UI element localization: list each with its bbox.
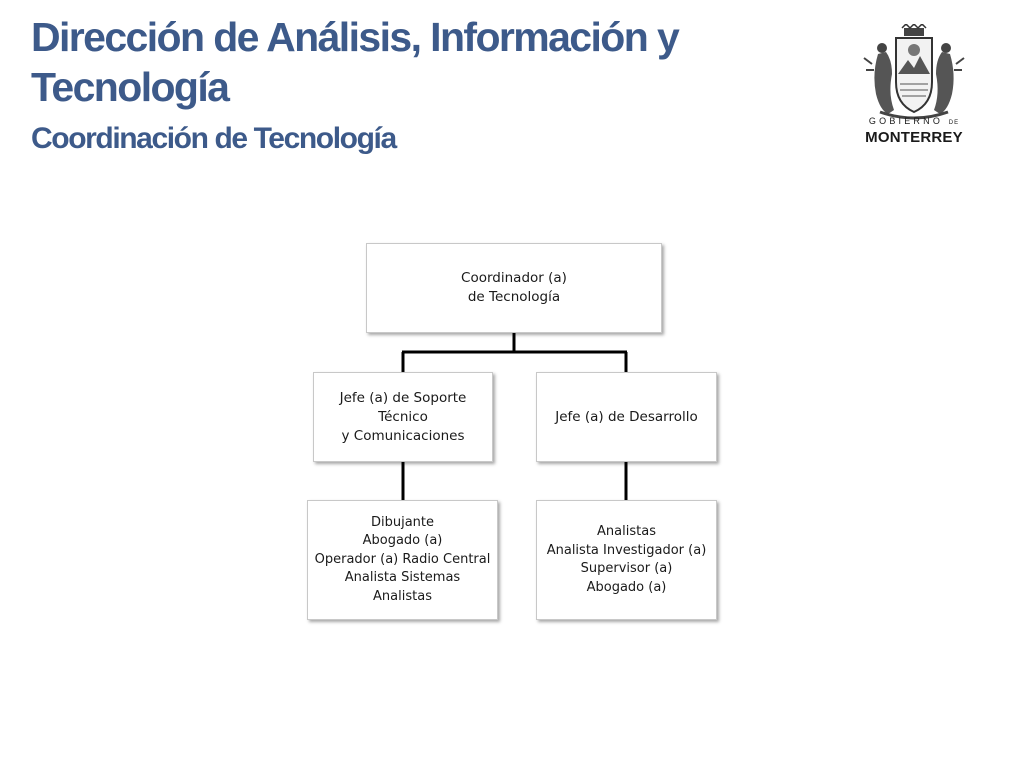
org-box-label: Jefe (a) de Soporte Técnico y Comunicaci…	[339, 389, 467, 444]
logo-line2: MONTERREY	[865, 129, 963, 146]
coat-of-arms-icon	[863, 24, 965, 120]
org-box-desarrollo-staff: Analistas Analista Investigador (a) Supe…	[536, 500, 717, 620]
org-box-label: Dibujante Abogado (a) Operador (a) Radio…	[314, 514, 491, 604]
org-box-jefe-soporte: Jefe (a) de Soporte Técnico y Comunicaci…	[313, 372, 493, 462]
org-box-soporte-staff: Dibujante Abogado (a) Operador (a) Radio…	[307, 500, 498, 620]
org-box-jefe-desarrollo: Jefe (a) de Desarrollo	[536, 372, 717, 462]
org-box-coordinador: Coordinador (a) de Tecnología	[366, 243, 662, 333]
logo-line1: GOBIERNO	[868, 116, 944, 126]
logo-line1-suffix: DE	[948, 120, 960, 126]
page-subtitle: Coordinación de Tecnología	[31, 122, 397, 155]
page-title: Dirección de Análisis, Información y Tec…	[31, 14, 680, 110]
logo-wordmark: GOBIERNO DE MONTERREY	[858, 116, 970, 146]
org-box-label: Jefe (a) de Desarrollo	[555, 408, 698, 425]
org-box-label: Analistas Analista Investigador (a) Supe…	[546, 524, 707, 595]
org-box-label: Coordinador (a) de Tecnología	[461, 270, 567, 305]
